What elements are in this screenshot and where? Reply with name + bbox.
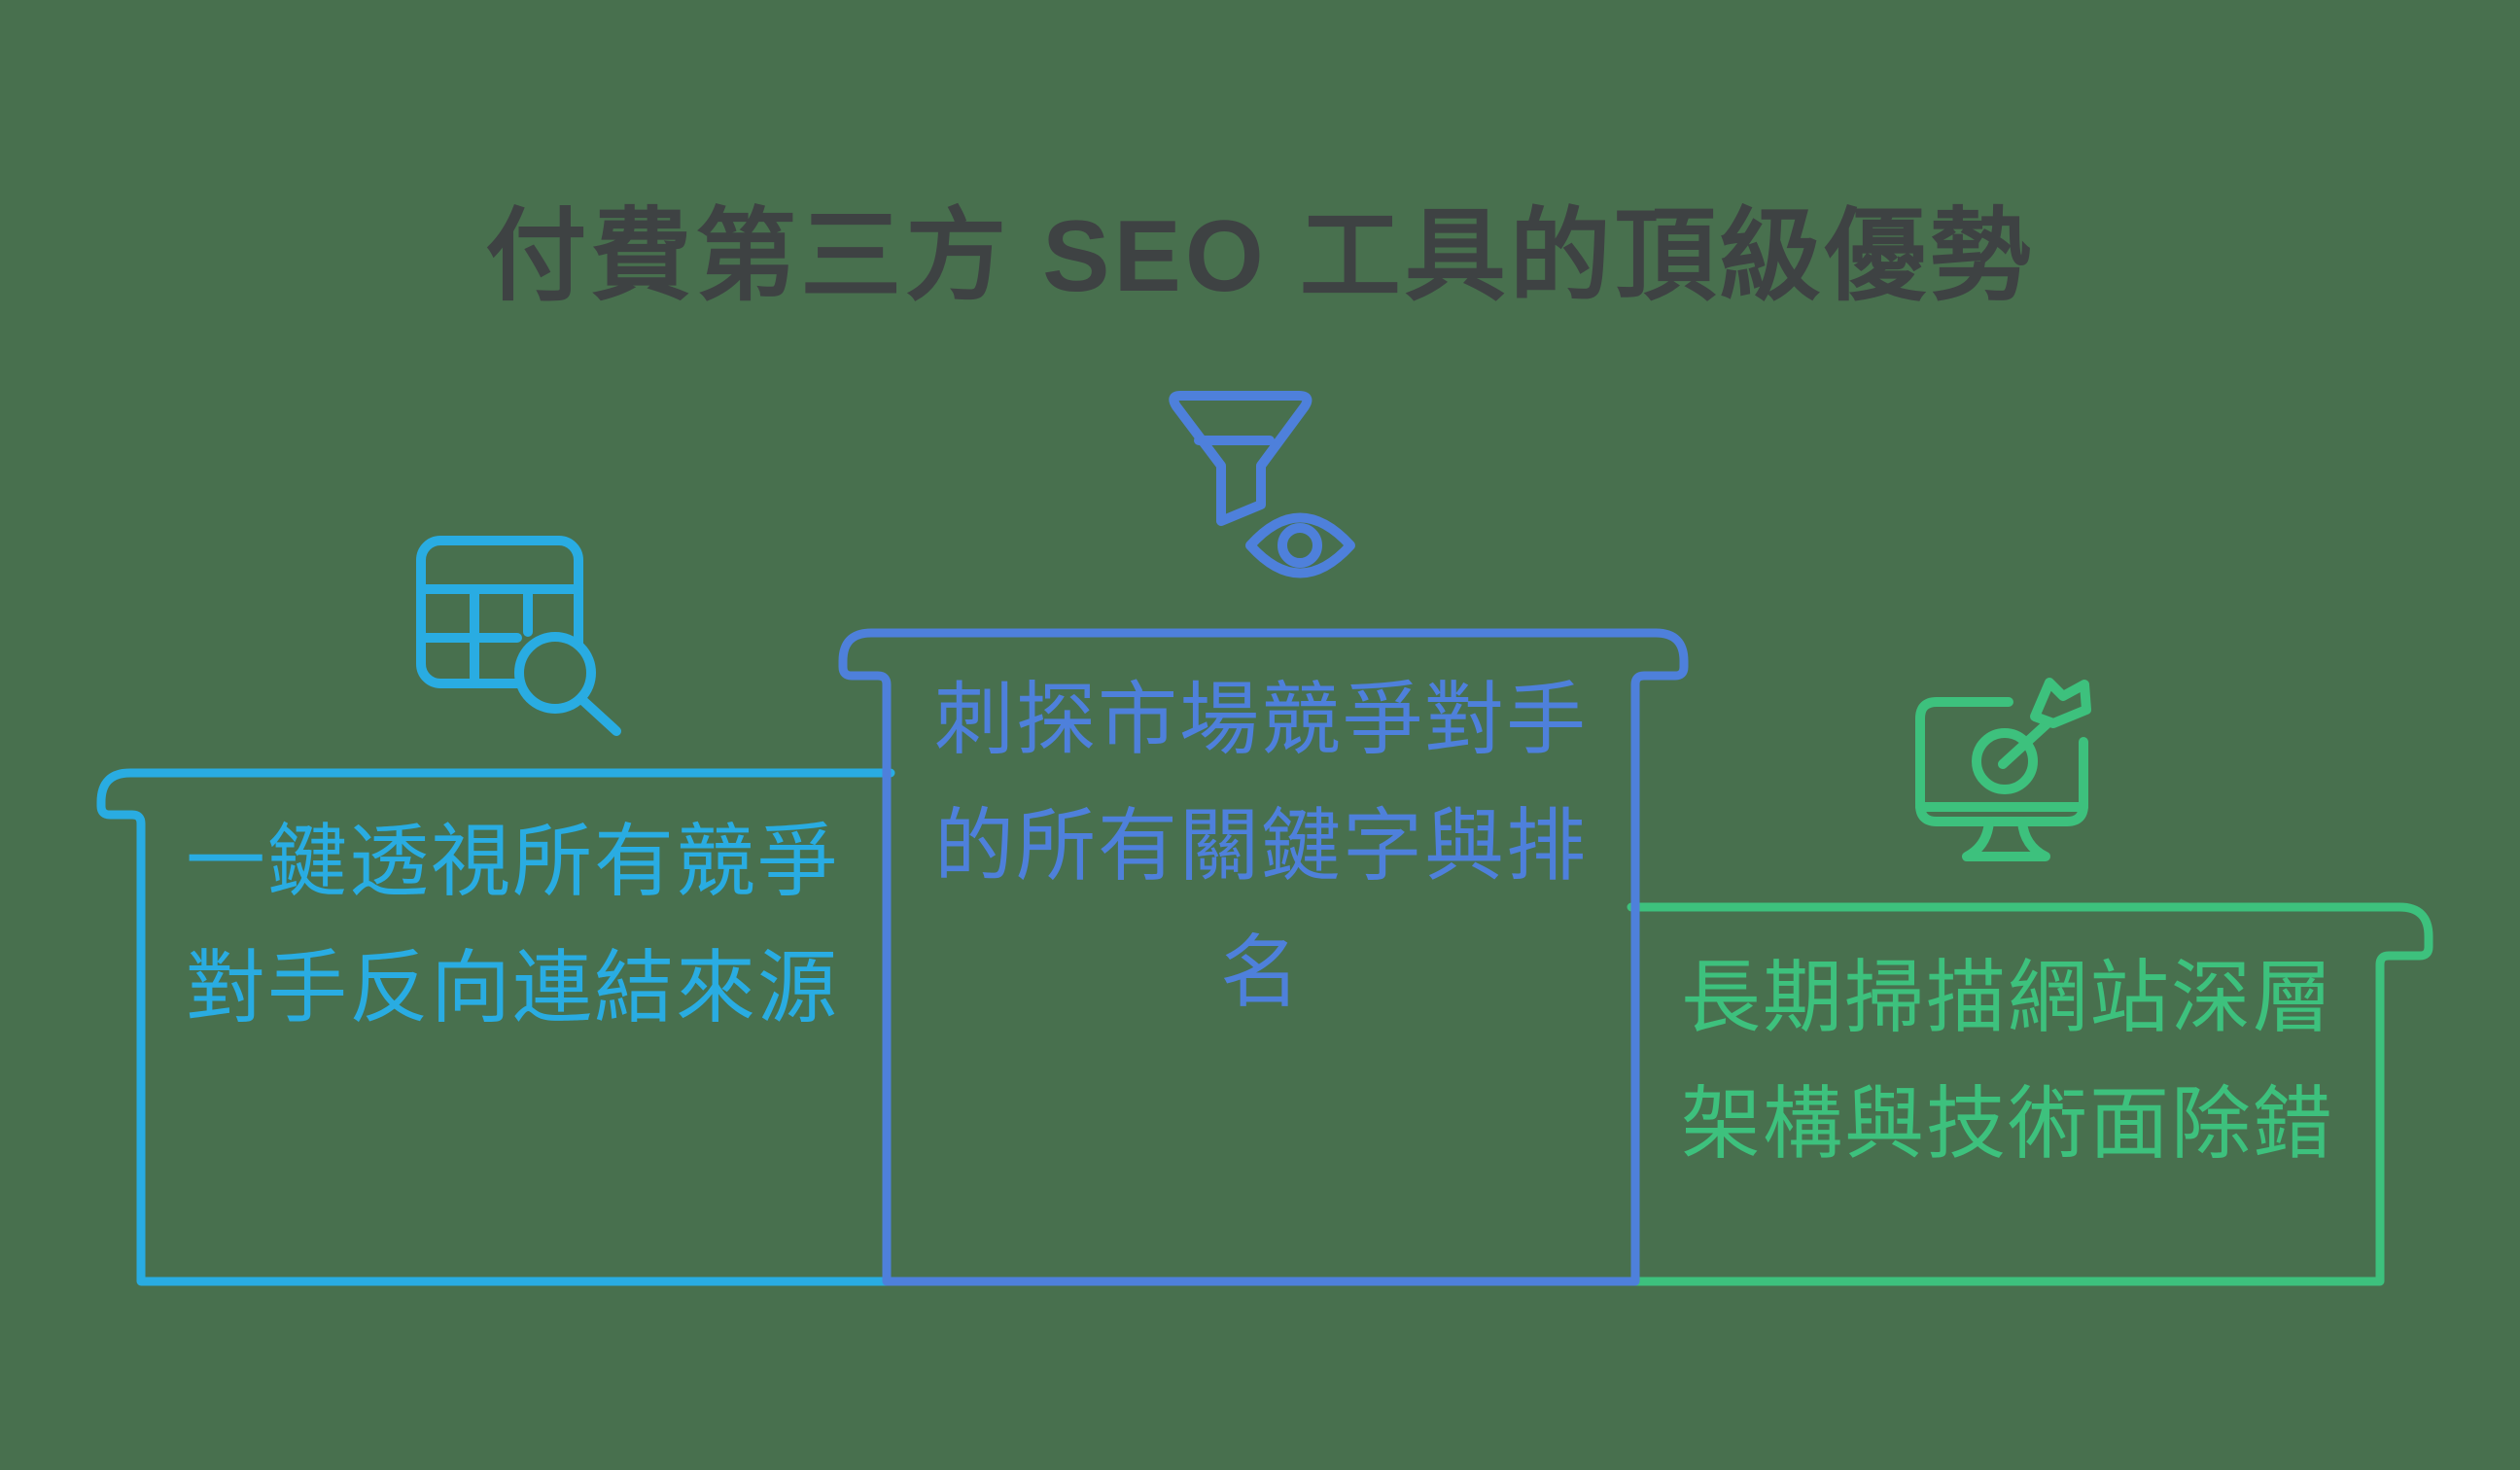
funnel-eye-icon (1169, 391, 1355, 578)
podium-left-outline (96, 768, 895, 1286)
monitor-target-icon (1915, 678, 2091, 861)
table-search-icon (416, 536, 621, 736)
page-title: 付費第三方 SEO 工具的頂級優勢 (485, 200, 2035, 313)
podium-right-label: 長期掃描網站深層 架構與技術面除錯 (1680, 954, 2334, 1169)
podium-right-outline (1627, 902, 2433, 1286)
podium-left-label: 一鍵透視所有競爭 對手反向連結來源 (185, 818, 839, 1032)
podium-middle-label: 刺探市場競爭對手 的所有關鍵字與排 名 (933, 676, 1588, 1017)
podium-middle-outline (838, 628, 1689, 1286)
